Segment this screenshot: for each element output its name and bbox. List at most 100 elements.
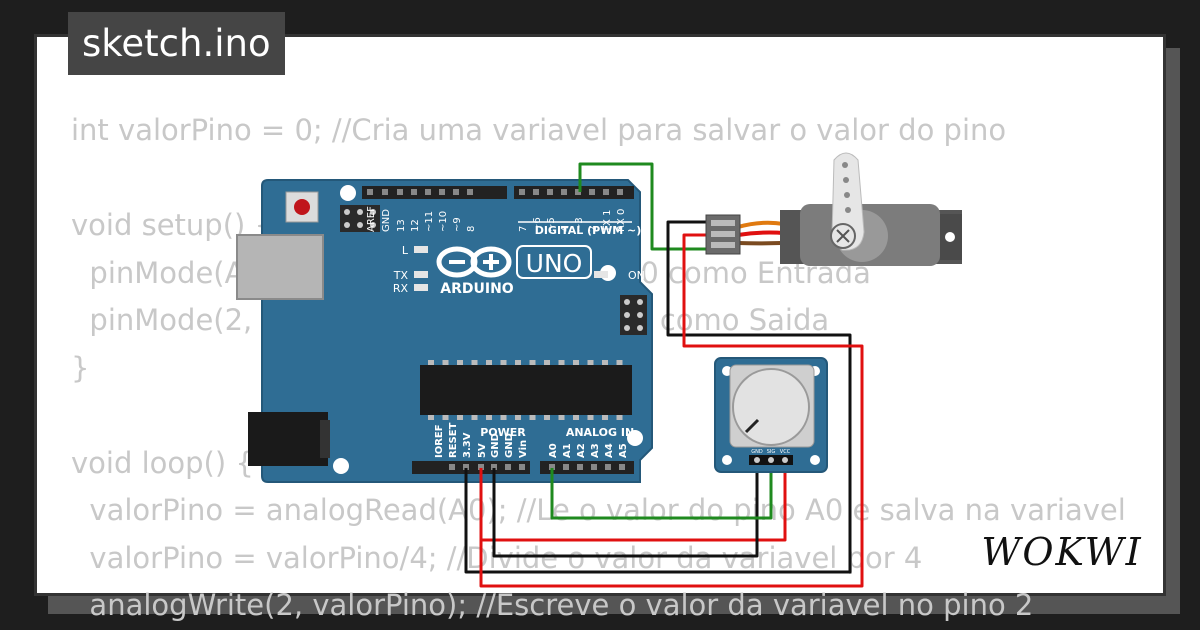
pin-socket[interactable] (605, 464, 611, 470)
chip-leg (515, 415, 521, 420)
wire-green-pin2 (578, 162, 710, 251)
board-brand: ARDUINO (440, 281, 514, 297)
chip-leg (500, 360, 507, 365)
chip-leg (471, 415, 478, 420)
pin-socket[interactable] (397, 189, 403, 195)
pin-socket[interactable] (591, 464, 597, 470)
pin-socket[interactable] (563, 464, 569, 470)
power-pin-label: 3.3V (462, 432, 473, 458)
power-pin-label: GND (490, 433, 501, 458)
icsp-header (340, 205, 380, 232)
analog-label: ANALOG IN (566, 426, 634, 439)
chip-leg (602, 360, 608, 365)
chip-leg (544, 415, 550, 420)
pin-socket[interactable] (382, 189, 388, 195)
power-header (412, 461, 530, 474)
analog-pin-label: A1 (562, 443, 573, 458)
pin-socket[interactable] (453, 189, 459, 195)
top-pin-label: ~10 (438, 211, 449, 232)
pin-socket[interactable] (449, 464, 455, 470)
top-pin-label: 2 (588, 226, 599, 232)
pin-socket[interactable] (577, 464, 583, 470)
pot-pin-sig: SIG (767, 449, 776, 455)
pin-socket[interactable] (547, 189, 553, 195)
power-pin-label: IOREF (434, 424, 445, 458)
chip-leg (529, 360, 536, 365)
analog-pin-label: A5 (618, 443, 629, 458)
power-pin-label: Vin (518, 440, 529, 458)
top-pin-label: ~9 (452, 217, 463, 232)
pin-socket[interactable] (617, 189, 623, 195)
pin-socket[interactable] (425, 189, 431, 195)
pin-socket[interactable] (561, 189, 567, 195)
wire-black-pot-gnd (492, 460, 759, 558)
pin-socket[interactable] (549, 464, 555, 470)
top-pin-label: ~5 (546, 217, 557, 232)
chip-leg (428, 360, 434, 365)
chip-leg (442, 415, 449, 420)
file-tab[interactable]: sketch.ino (68, 12, 285, 75)
led-l (414, 246, 428, 253)
top-pin-label: 8 (466, 226, 477, 232)
digital-label: DIGITAL (PWM ~) (535, 224, 642, 237)
chip-leg (587, 415, 594, 420)
chip-leg (544, 360, 550, 365)
pin-socket[interactable] (411, 189, 417, 195)
icsp-header-right (620, 295, 647, 335)
chip-leg (442, 360, 449, 365)
chip-leg (457, 360, 463, 365)
chip-leg (471, 360, 478, 365)
pin-socket[interactable] (478, 464, 484, 470)
chip-leg (500, 415, 507, 420)
atmega-chip (420, 365, 632, 415)
top-pin-label: 4 (560, 226, 571, 232)
top-pin-label: GND (381, 209, 392, 232)
mount-hole (340, 185, 356, 201)
chip-leg (573, 415, 579, 420)
reset-button-cap[interactable] (294, 199, 310, 215)
top-pin-label: 12 (410, 219, 421, 232)
analog-pin-label: A2 (576, 443, 587, 458)
top-pin-label: RX 0 (616, 209, 627, 232)
top-pin-label: ~11 (424, 211, 435, 232)
pin-socket[interactable] (463, 464, 469, 470)
brand-name: WOKWI (981, 530, 1142, 574)
pin-socket[interactable] (589, 189, 595, 195)
servo-motor-icon[interactable] (705, 152, 962, 266)
pin-socket[interactable] (519, 464, 525, 470)
mount-hole (333, 458, 349, 474)
wire-green-pot-sig (550, 460, 773, 520)
chip-leg (616, 415, 623, 420)
potentiometer-knob[interactable] (732, 368, 810, 446)
pin-socket[interactable] (603, 189, 609, 195)
pin-socket[interactable] (619, 464, 625, 470)
wokwi-logo-icon: WOKWI (972, 523, 1152, 579)
board-model: UNO (526, 249, 583, 278)
code-line: analogWrite(2, valorPino); //Escreve o v… (71, 588, 1034, 622)
led-tx (414, 271, 428, 278)
led-rx (414, 284, 428, 291)
pin-socket[interactable] (519, 189, 525, 195)
mount-hole (627, 430, 643, 446)
chip-leg (616, 360, 623, 365)
code-line: int valorPino = 0; //Cria uma variavel p… (71, 113, 1007, 147)
pin-socket[interactable] (575, 189, 581, 195)
power-pin-label: GND (504, 433, 515, 458)
chip-leg (558, 415, 565, 420)
power-pin-label: RESET (448, 422, 459, 458)
led-tx-label: TX (393, 269, 409, 282)
usb-connector (236, 234, 324, 300)
pot-pin-gnd: GND (751, 449, 763, 455)
chip-leg (558, 360, 565, 365)
pin-socket[interactable] (505, 464, 511, 470)
pin-socket[interactable] (439, 189, 445, 195)
led-on (594, 271, 608, 278)
pin-socket[interactable] (533, 189, 539, 195)
pin-socket[interactable] (367, 189, 373, 195)
pin-socket[interactable] (491, 464, 497, 470)
pin-socket[interactable] (467, 189, 473, 195)
potentiometer-icon[interactable]: GND SIG VCC (714, 357, 828, 473)
